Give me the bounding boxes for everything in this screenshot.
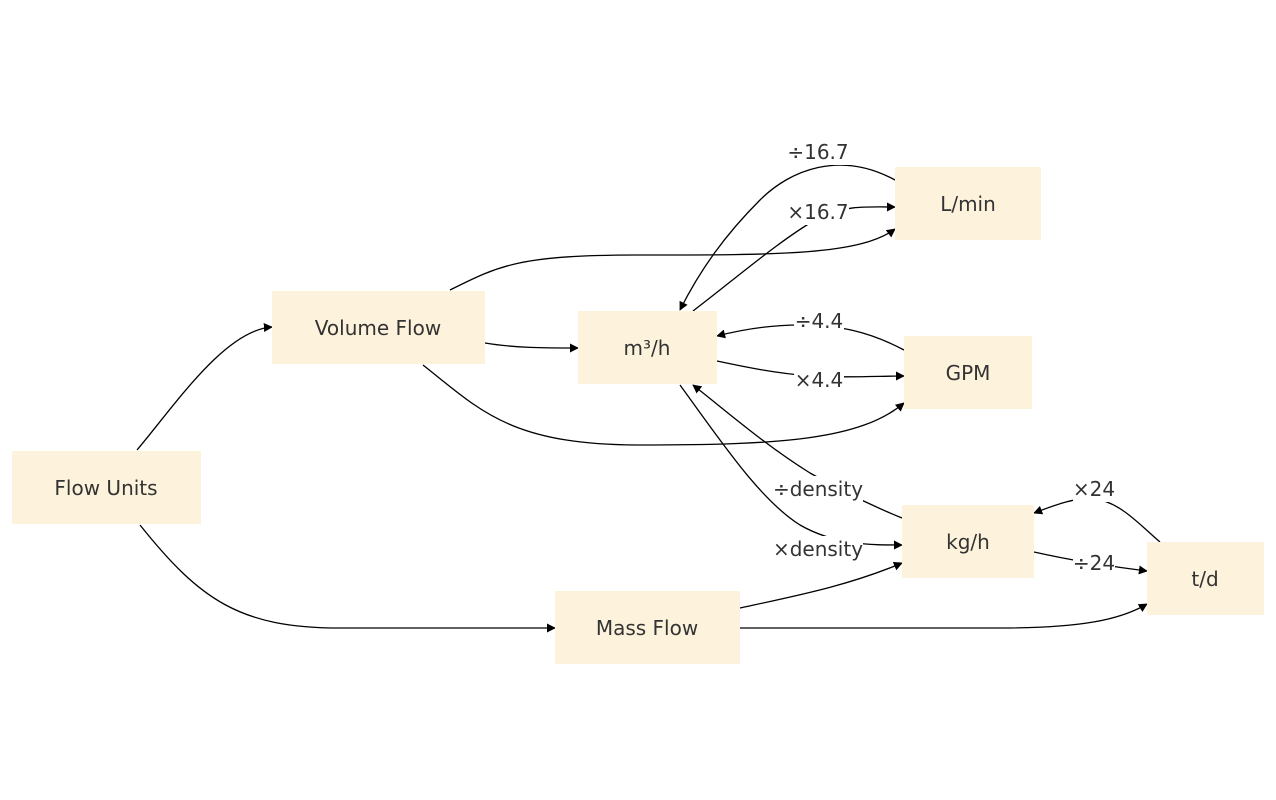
node-flow-units[interactable]: Flow Units [12,451,201,524]
edge-label-text: ÷density [773,477,863,501]
node-label: Volume Flow [315,316,441,340]
edge-label-m3h-to-gpm: ×4.4 [794,367,844,393]
edge-td-to-kgh [1033,498,1161,543]
node-td[interactable]: t/d [1147,542,1264,615]
edge-label-lmin-to-m3h: ÷16.7 [787,139,849,165]
edge-label-kgh-to-m3h: ÷density [773,476,863,502]
edge-label-kgh-to-td: ÷24 [1073,550,1115,576]
edge-label-gpm-to-m3h: ÷4.4 [794,308,844,334]
node-label: GPM [946,361,991,385]
edge-label-text: ×16.7 [787,200,848,224]
edge-flow-units-to-volume-flow [136,323,273,451]
node-kgh[interactable]: kg/h [902,505,1034,578]
node-label: kg/h [946,530,990,554]
edge-label-text: ÷4.4 [795,309,844,333]
node-mass-flow[interactable]: Mass Flow [555,591,740,664]
node-label: Mass Flow [596,616,698,640]
edge-label-text: ×density [773,537,863,561]
edge-volume-flow-to-lmin [449,228,896,291]
edge-labels: ÷16.7 ×16.7 ÷4.4 ×4.4 ÷density ×density … [773,139,1115,576]
node-label: Flow Units [54,476,157,500]
edge-mass-flow-to-td [740,603,1148,629]
edge-mass-flow-to-kgh [739,562,903,609]
edge-flow-units-to-mass-flow [139,524,556,633]
node-m3h[interactable]: m³/h [578,311,717,384]
edge-label-text: ×4.4 [795,368,844,392]
edge-label-text: ÷16.7 [787,140,848,164]
node-label: L/min [940,192,996,216]
node-volume-flow[interactable]: Volume Flow [272,291,485,364]
edge-label-m3h-to-kgh: ×density [773,536,863,562]
node-label: t/d [1191,567,1218,591]
edge-m3h-to-kgh [679,384,903,550]
nodes: Flow Units Volume Flow Mass Flow m³/h L/… [12,167,1264,664]
edge-lmin-to-m3h [679,164,896,311]
node-label: m³/h [624,336,671,360]
edge-label-text: ×24 [1073,477,1115,501]
node-lmin[interactable]: L/min [895,167,1041,240]
edge-label-m3h-to-lmin: ×16.7 [787,199,849,225]
edge-volume-flow-to-m3h [484,342,579,353]
edge-volume-flow-to-gpm [422,364,905,446]
edge-kgh-to-m3h [692,384,903,519]
node-gpm[interactable]: GPM [904,336,1032,409]
edge-label-text: ÷24 [1073,551,1115,575]
edge-label-td-to-kgh: ×24 [1073,476,1115,502]
